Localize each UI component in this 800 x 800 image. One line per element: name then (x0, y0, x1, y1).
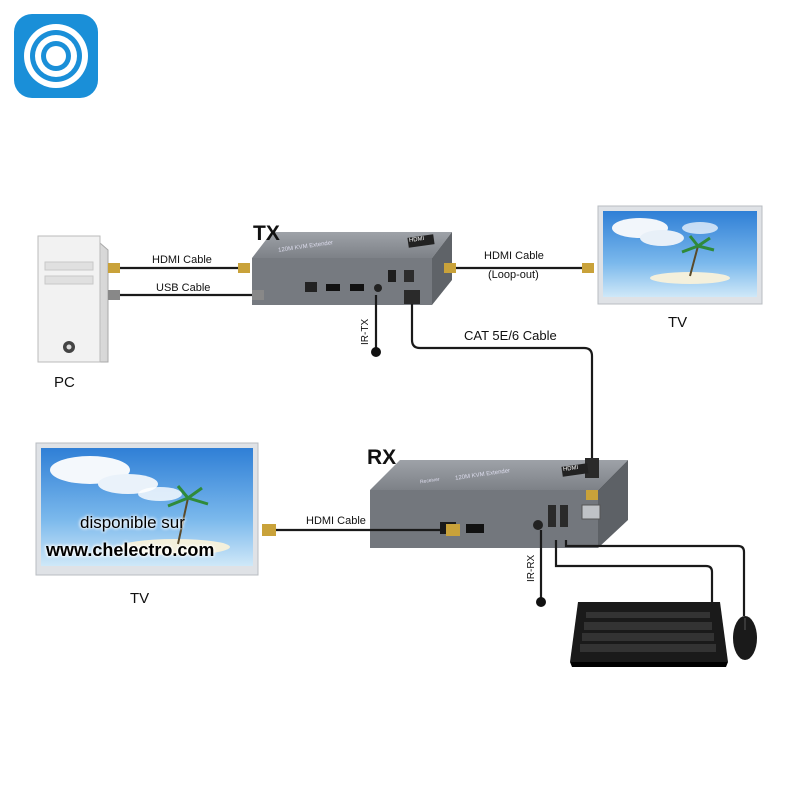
tx-hdmi-cable-label: HDMI Cable (152, 254, 212, 266)
overlay-website-text: www.chelectro.com (46, 540, 215, 560)
loop-hdmi-cable-label: HDMI Cable (484, 250, 544, 262)
overlay-available-text: disponible sur (80, 513, 185, 532)
ir-rx-label: IR-RX (526, 554, 537, 582)
keyboard (570, 602, 728, 667)
tv-bottom (35, 442, 259, 576)
loop-out-note: (Loop-out) (488, 269, 539, 281)
keyboard-cable (554, 540, 714, 602)
tv-bottom-label: TV (130, 590, 150, 607)
tx-title: TX (253, 222, 280, 245)
cat-cable (410, 298, 594, 458)
mouse-cable (564, 540, 746, 616)
mouse (733, 616, 757, 660)
tv-top-label: TV (668, 314, 688, 331)
logo-icon (14, 14, 98, 98)
tx-device (252, 232, 452, 305)
tx-usb-cable-label: USB Cable (156, 282, 211, 294)
cables (118, 266, 746, 616)
cat-cable-label: CAT 5E/6 Cable (464, 328, 557, 343)
device-badges (407, 234, 589, 477)
ir-tx-label: IR-TX (360, 318, 371, 345)
rx-title: RX (367, 446, 397, 469)
tv-top (597, 205, 763, 305)
pc-label: PC (54, 374, 75, 391)
pc-tower (37, 235, 109, 363)
connectors (108, 263, 599, 607)
rx-hdmi-cable-label: HDMI Cable (306, 515, 366, 527)
